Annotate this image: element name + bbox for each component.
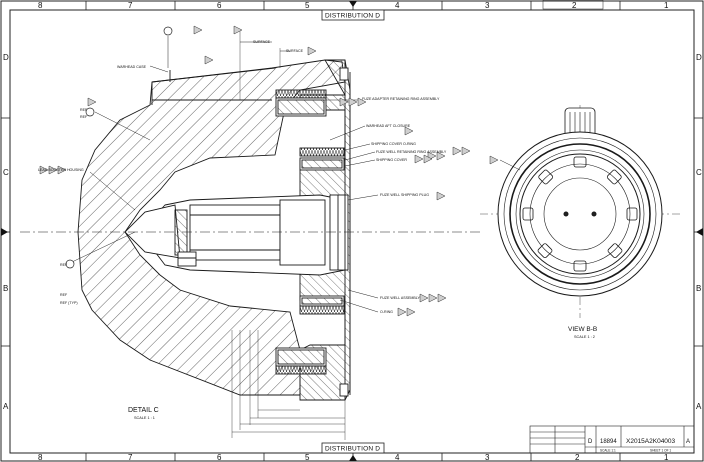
zone-top-2: 2 bbox=[572, 1, 577, 10]
zone-bottom-6: 6 bbox=[217, 453, 222, 462]
view-scale: SCALE 1 : 2 bbox=[574, 335, 595, 339]
title-scale: SCALE 1:1 bbox=[600, 449, 616, 453]
zone-right-A: A bbox=[696, 402, 702, 411]
callout-aft-closure: WARHEAD AFT CLOSURE bbox=[366, 124, 411, 128]
zone-right-C: C bbox=[696, 168, 702, 177]
corner-stamp bbox=[542, 0, 604, 10]
callout-retaining-ring-2: FUZE WELL RETAINING RING ASSEMBLY bbox=[376, 150, 447, 154]
title-block bbox=[529, 425, 695, 454]
zone-right-D: D bbox=[696, 53, 702, 62]
callout-texts: WARHEAD CASE SURFACE SURFACE FUZE ADAPTE… bbox=[38, 40, 447, 314]
distribution-top: DISTRIBUTION D bbox=[325, 13, 380, 20]
title-size: D bbox=[588, 439, 593, 445]
center-arrow-left-icon bbox=[1, 228, 8, 236]
title-dwg-no: X2015A2K04003 bbox=[626, 438, 676, 445]
view-leader bbox=[499, 159, 521, 171]
callout-fuze-well-plug: FUZE WELL SHIPPING PLUG bbox=[380, 193, 429, 197]
zone-bottom-3: 3 bbox=[485, 453, 490, 462]
callout-ref-4: REF bbox=[60, 293, 68, 297]
callout-retaining-ring: FUZE ADAPTER RETAINING RING ASSEMBLY bbox=[362, 97, 440, 101]
detail-title: DETAIL C bbox=[128, 407, 159, 414]
callout-surface-2: SURFACE bbox=[286, 49, 304, 53]
flag-notes bbox=[39, 25, 499, 317]
center-arrow-right-icon bbox=[696, 228, 703, 236]
callout-shipping-cover: SHIPPING COVER bbox=[376, 158, 407, 162]
distribution-box-top bbox=[321, 9, 385, 21]
zone-top-8: 8 bbox=[38, 1, 43, 10]
center-arrow-top-icon bbox=[349, 1, 357, 7]
title-sheet: SHEET 1 OF 1 bbox=[650, 449, 671, 453]
zone-left-C: C bbox=[3, 168, 9, 177]
threaded-ring-top-2 bbox=[299, 147, 345, 157]
callout-o-ring-1: SHIPPING COVER O-RING bbox=[371, 142, 416, 146]
zone-top-7: 7 bbox=[128, 1, 133, 10]
zone-top-5: 5 bbox=[305, 1, 310, 10]
callout-fuze-well-assembly: FUZE WELL ASSEMBLY bbox=[380, 296, 421, 300]
zone-top-3: 3 bbox=[485, 1, 490, 10]
detail-c-section bbox=[20, 30, 480, 440]
callout-warhead-case: WARHEAD CASE bbox=[117, 65, 147, 69]
balloon-upper-left bbox=[85, 107, 95, 117]
callout-ref-1: REF bbox=[80, 108, 88, 112]
leader-lines bbox=[71, 36, 379, 313]
callout-ref-5: REF (TYP) bbox=[60, 301, 78, 305]
zone-left-B: B bbox=[3, 284, 8, 293]
zone-labels: 8 7 6 5 4 3 2 1 8 7 6 5 4 3 2 1 D C B A … bbox=[3, 1, 702, 462]
callout-booster-housing: LEAD BOOSTER HOUSING bbox=[38, 168, 84, 172]
balloon-left bbox=[65, 259, 75, 269]
zone-top-6: 6 bbox=[217, 1, 222, 10]
detail-scale: SCALE 1 : 1 bbox=[134, 416, 155, 420]
view-b-b bbox=[480, 105, 680, 318]
distribution-box-bottom bbox=[321, 442, 385, 454]
title-rev: A bbox=[686, 439, 690, 445]
title-cage: 18894 bbox=[600, 439, 617, 445]
callout-ref-2: REF bbox=[80, 115, 88, 119]
distribution-bottom: DISTRIBUTION D bbox=[325, 446, 380, 453]
balloon-top bbox=[163, 26, 173, 36]
zone-top-4: 4 bbox=[395, 1, 400, 10]
zone-bottom-4: 4 bbox=[395, 453, 400, 462]
zone-top-1: 1 bbox=[664, 1, 669, 10]
threaded-ring-top bbox=[275, 89, 327, 99]
zone-bottom-1: 1 bbox=[664, 453, 669, 462]
center-arrow-bottom-icon bbox=[349, 455, 357, 461]
zone-left-D: D bbox=[3, 53, 9, 62]
zone-bottom-8: 8 bbox=[38, 453, 43, 462]
callout-o-ring-2: O-RING bbox=[380, 310, 393, 314]
outer-ring bbox=[497, 131, 663, 297]
callout-ref-3: REF bbox=[60, 263, 68, 267]
zone-right-B: B bbox=[696, 284, 701, 293]
callout-surface-1: SURFACE bbox=[253, 40, 271, 44]
zone-left-A: A bbox=[3, 402, 9, 411]
zone-bottom-2: 2 bbox=[575, 453, 580, 462]
view-title: VIEW B-B bbox=[568, 326, 597, 333]
zone-bottom-5: 5 bbox=[305, 453, 310, 462]
zone-bottom-7: 7 bbox=[128, 453, 133, 462]
